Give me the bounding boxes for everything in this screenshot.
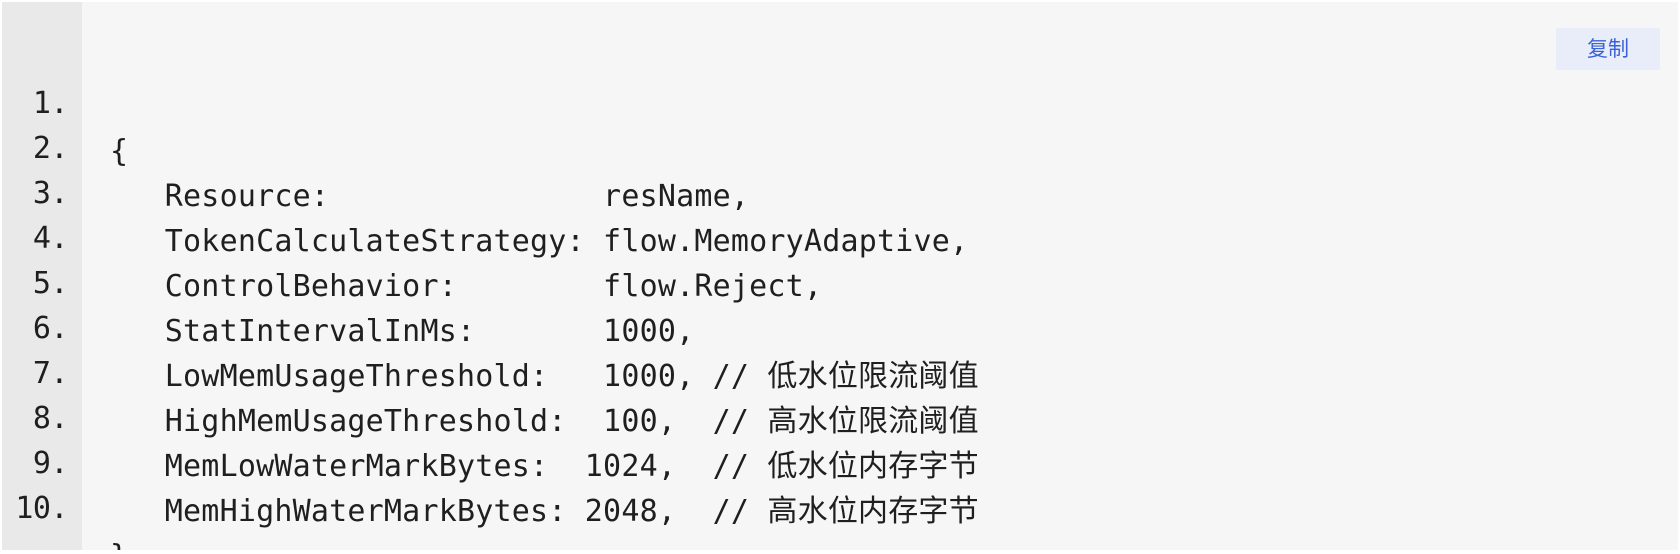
code-line: 8. MemLowWaterMarkBytes: 1024, // 低水位内存字… bbox=[2, 347, 979, 484]
line-number: 5. bbox=[32, 266, 69, 301]
line-number: 2. bbox=[32, 131, 69, 166]
line-number: 6. bbox=[32, 311, 69, 346]
line-number: 1. bbox=[32, 86, 69, 121]
line-number: 9. bbox=[32, 446, 69, 481]
line-number: 4. bbox=[32, 221, 69, 256]
code-text[interactable]: { bbox=[110, 134, 129, 169]
code-line: 7. HighMemUsageThreshold: 100, // 高水位限流阈… bbox=[2, 302, 979, 439]
code-line: 1. { bbox=[2, 32, 128, 169]
code-text[interactable]: TokenCalculateStrategy: flow.MemoryAdapt… bbox=[110, 224, 969, 259]
code-line: 10. } bbox=[2, 437, 128, 550]
line-number: 7. bbox=[32, 356, 69, 391]
line-number: 3. bbox=[32, 176, 69, 211]
copy-button[interactable]: 复制 bbox=[1556, 28, 1660, 70]
code-text[interactable]: StatIntervalInMs: 1000, bbox=[110, 314, 695, 349]
code-text[interactable]: } bbox=[110, 533, 128, 550]
line-number: 10. bbox=[15, 491, 68, 526]
line-number-gutter bbox=[2, 2, 82, 550]
code-line: 3. TokenCalculateStrategy: flow.MemoryAd… bbox=[2, 122, 968, 259]
code-text[interactable]: MemHighWaterMarkBytes: 2048, // 高水位内存字节 bbox=[110, 494, 979, 529]
code-text[interactable]: MemLowWaterMarkBytes: 1024, // 低水位内存字节 bbox=[110, 449, 979, 484]
line-number: 8. bbox=[32, 401, 69, 436]
code-line: 4. ControlBehavior: flow.Reject, bbox=[2, 167, 822, 304]
code-text[interactable]: HighMemUsageThreshold: 100, // 高水位限流阈值 bbox=[110, 404, 979, 439]
code-line: 2. Resource: resName, bbox=[2, 77, 749, 214]
code-text[interactable]: ControlBehavior: flow.Reject, bbox=[110, 269, 823, 304]
code-text[interactable]: LowMemUsageThreshold: 1000, // 低水位限流阈值 bbox=[110, 359, 979, 394]
code-line: 6. LowMemUsageThreshold: 1000, // 低水位限流阈… bbox=[2, 257, 979, 394]
code-text[interactable]: Resource: resName, bbox=[110, 179, 750, 214]
code-line: 9. MemHighWaterMarkBytes: 2048, // 高水位内存… bbox=[2, 392, 979, 529]
code-line: 5. StatIntervalInMs: 1000, bbox=[2, 212, 694, 349]
